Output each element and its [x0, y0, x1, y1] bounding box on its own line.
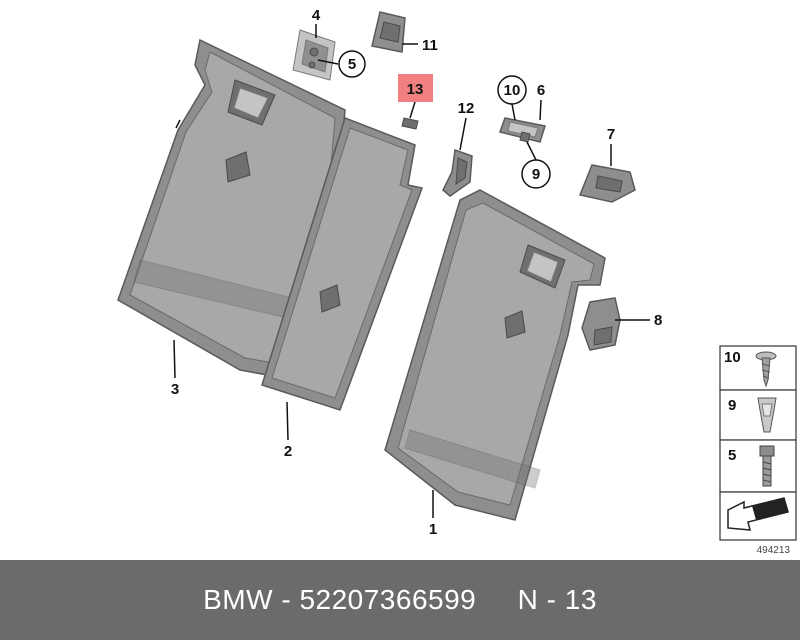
part-4-hinge-bracket[interactable] — [292, 29, 336, 81]
screw-10-icon — [755, 351, 777, 388]
fastener-legend-panel: 10 9 5 494213 — [719, 345, 797, 556]
highlight-box — [398, 74, 433, 102]
part-7-cover-cap[interactable] — [578, 164, 636, 203]
callout-9: 9 — [532, 166, 540, 183]
callout-12[interactable]: 12 — [458, 100, 475, 117]
callout-5-group[interactable]: 5 — [338, 50, 366, 78]
bolt-5-icon — [759, 445, 775, 487]
callout-2[interactable]: 2 — [284, 443, 292, 460]
separator: - — [273, 584, 300, 615]
callout-1[interactable]: 1 — [429, 521, 437, 538]
fastener-label-9: 9 — [728, 397, 736, 414]
leader-lines — [173, 24, 650, 518]
diagram-reference-number: 494213 — [757, 545, 791, 556]
part-number: 52207366599 — [299, 584, 477, 615]
part-info-footer: BMW - 52207366599 N - 13 — [0, 560, 800, 640]
fastener-label-10: 10 — [724, 349, 741, 366]
part-13-clip[interactable] — [401, 117, 419, 130]
direction-arrow-icon — [727, 497, 789, 531]
callout-5: 5 — [348, 56, 356, 73]
part-1-right-backrest-panel[interactable] — [384, 189, 606, 521]
callout-6[interactable]: 6 — [537, 82, 545, 99]
callout-13-group[interactable]: 13 — [398, 74, 433, 102]
brand-name: BMW — [203, 584, 274, 615]
callout-13: 13 — [407, 81, 424, 98]
callout-4[interactable]: 4 — [312, 7, 321, 24]
spacer — [476, 584, 517, 616]
clip-9-icon — [757, 397, 777, 433]
diagram-position: N - 13 — [517, 584, 597, 615]
part-12-side-bracket[interactable] — [442, 148, 473, 197]
callout-11[interactable]: 11 — [422, 37, 438, 54]
part-2-middle-panel[interactable] — [261, 117, 424, 411]
fastener-label-5: 5 — [728, 447, 736, 464]
part-11-latch[interactable] — [371, 11, 406, 53]
part-8-side-trim[interactable] — [581, 297, 621, 351]
callout-8[interactable]: 8 — [654, 312, 662, 329]
callout-3[interactable]: 3 — [171, 381, 179, 398]
callout-10-group[interactable]: 10 — [497, 75, 527, 105]
callout-7[interactable]: 7 — [607, 126, 615, 143]
callout-9-group[interactable]: 9 — [521, 159, 551, 189]
callout-10: 10 — [504, 82, 521, 99]
exploded-parts-diagram: 4 5 11 13 12 10 6 9 7 8 3 2 1 10 — [117, 7, 797, 556]
part-6-latch-housing[interactable] — [499, 117, 546, 143]
